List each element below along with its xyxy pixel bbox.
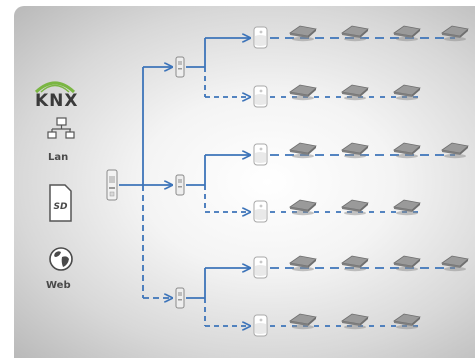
solid-branch [253,25,469,49]
sd-label: SD [54,202,68,212]
luminaire [341,199,369,216]
luminaire [341,313,369,330]
sensor [253,200,268,223]
luminaire [289,313,317,330]
luminaire [441,142,469,159]
luminaire [441,255,469,272]
luminaire [289,255,317,272]
dashed-branch [253,199,421,223]
sd-card-icon: SD [49,184,72,222]
line-coupler [175,287,185,309]
luminaire [341,142,369,159]
web-label: Web [46,280,71,291]
sensor [253,256,268,279]
group-1 [175,25,469,108]
trunk-lines [119,67,172,298]
line-coupler [175,56,185,78]
sensor [253,314,268,337]
lan-label: Lan [48,152,68,163]
luminaire [341,255,369,272]
sensor [253,26,268,49]
group-3 [175,255,469,337]
globe-icon [49,247,73,271]
dashed-branch [253,84,421,108]
sensor [253,85,268,108]
luminaire [341,84,369,101]
luminaire [289,199,317,216]
solid-branch [253,255,469,279]
luminaire [289,84,317,101]
main-controller-module [106,169,118,201]
luminaire [289,142,317,159]
luminaire [393,25,421,42]
lan-icon [47,117,75,139]
luminaire [341,25,369,42]
group-2 [175,142,469,223]
background-panel [14,6,475,358]
luminaire [289,25,317,42]
luminaire [393,255,421,272]
knx-logo: KNX [34,81,79,111]
sensor [253,143,268,166]
line-coupler [175,174,185,196]
luminaire [393,199,421,216]
dashed-branch [253,313,421,337]
luminaire [441,25,469,42]
luminaire [393,313,421,330]
knx-text: KNX [35,91,79,111]
luminaire [393,84,421,101]
solid-branch [253,142,469,166]
luminaire [393,142,421,159]
